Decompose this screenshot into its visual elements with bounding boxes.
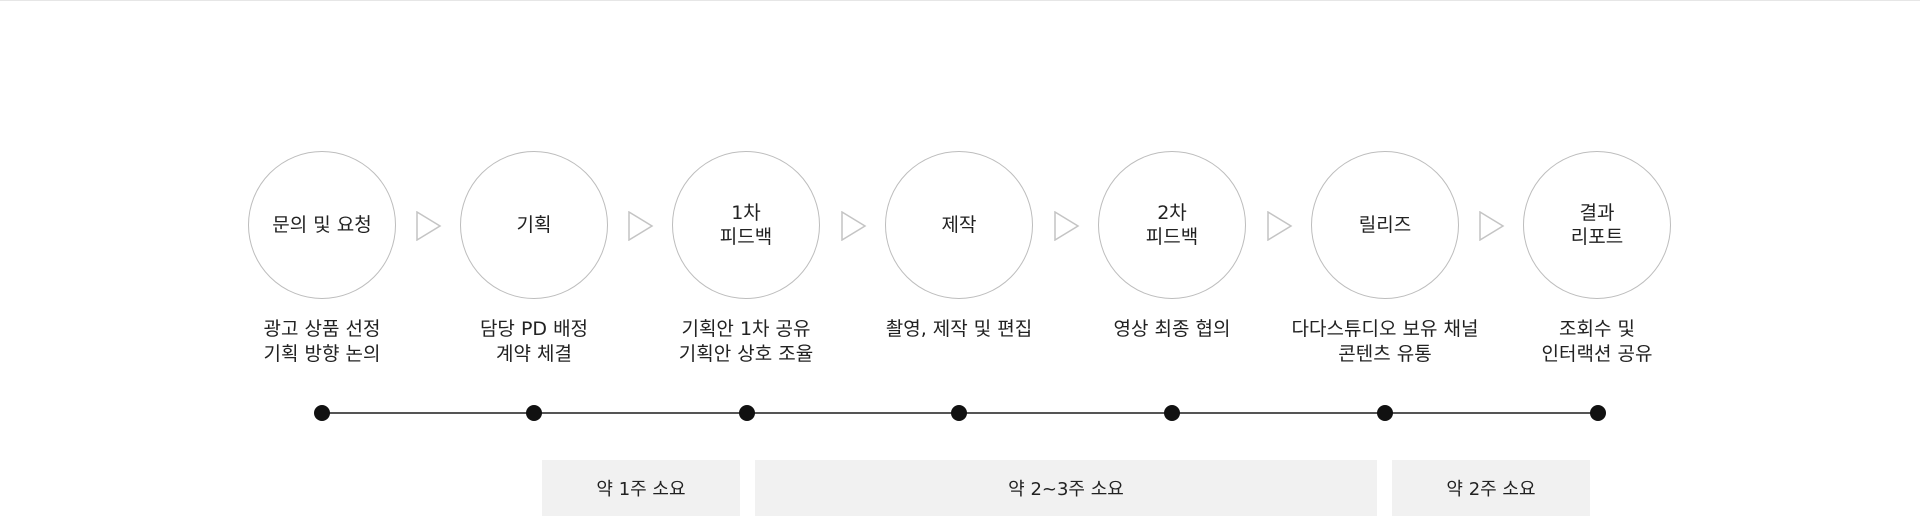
step-circle-planning: 기획 xyxy=(460,151,608,299)
arrow-right-icon xyxy=(1267,211,1293,241)
step-desc-report: 조회수 및 인터랙션 공유 xyxy=(1541,318,1653,365)
step-title-release: 릴리즈 xyxy=(1358,214,1412,236)
timeline-dot-icon xyxy=(1377,405,1393,421)
step-circle-inquiry: 문의 및 요청 xyxy=(248,151,396,299)
timeline-dot-icon xyxy=(951,405,967,421)
step-title-second-feedback: 2차 피드백 xyxy=(1145,202,1199,248)
timeline-dot-icon xyxy=(314,405,330,421)
duration-box-weeks-2: 약 2주 소요 xyxy=(1392,460,1590,516)
step-circle-production: 제작 xyxy=(885,151,1033,299)
step-desc-planning: 담당 PD 배정 계약 체결 xyxy=(479,318,589,365)
step-title-inquiry: 문의 및 요청 xyxy=(272,214,372,236)
timeline-dot-icon xyxy=(739,405,755,421)
arrow-right-icon xyxy=(1479,211,1505,241)
step-title-production: 제작 xyxy=(941,214,977,236)
step-desc-inquiry: 광고 상품 선정 기획 방향 논의 xyxy=(263,318,381,365)
timeline-dot-icon xyxy=(526,405,542,421)
step-circle-first-feedback: 1차 피드백 xyxy=(672,151,820,299)
arrow-right-icon xyxy=(1054,211,1080,241)
step-desc-second-feedback: 영상 최종 협의 xyxy=(1113,318,1231,340)
step-circle-release: 릴리즈 xyxy=(1311,151,1459,299)
arrow-right-icon xyxy=(628,211,654,241)
arrow-right-icon xyxy=(416,211,442,241)
step-desc-first-feedback: 기획안 1차 공유 기획안 상호 조율 xyxy=(678,318,814,365)
duration-box-weeks-2-3: 약 2~3주 소요 xyxy=(755,460,1377,516)
duration-label: 약 2주 소요 xyxy=(1446,479,1536,500)
step-title-planning: 기획 xyxy=(516,214,552,236)
timeline-dot-icon xyxy=(1164,405,1180,421)
duration-label: 약 2~3주 소요 xyxy=(1008,479,1124,500)
duration-label: 약 1주 소요 xyxy=(596,479,686,500)
duration-box-week-1: 약 1주 소요 xyxy=(542,460,740,516)
step-title-report: 결과 리포트 xyxy=(1570,202,1624,248)
step-desc-production: 촬영, 제작 및 편집 xyxy=(885,318,1033,340)
step-title-first-feedback: 1차 피드백 xyxy=(719,202,773,248)
arrow-right-icon xyxy=(841,211,867,241)
step-circle-report: 결과 리포트 xyxy=(1523,151,1671,299)
timeline-dot-icon xyxy=(1590,405,1606,421)
top-divider xyxy=(0,0,1920,1)
step-circle-second-feedback: 2차 피드백 xyxy=(1098,151,1246,299)
step-desc-release: 다다스튜디오 보유 채널 콘텐츠 유통 xyxy=(1291,318,1479,365)
